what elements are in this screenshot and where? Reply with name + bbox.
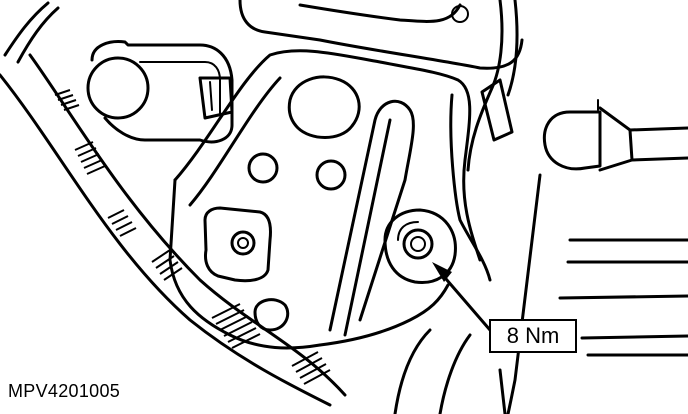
right-plate-edges [498,173,688,414]
mounting-bracket [168,0,524,350]
torque-bolt [383,208,457,285]
right-rounded-cap [542,99,688,172]
wiring-harness [0,53,347,407]
bottom-contour [318,283,472,414]
torque-spec-label: 8 Nm [489,319,577,353]
slotted-arm [328,99,415,337]
right-cable [449,0,519,282]
upper-left-curve [3,1,60,64]
electrical-connector [86,40,234,144]
left-bolt [203,206,272,283]
torque-leader-arrow [432,262,492,332]
figure-reference-code: MPV4201005 [8,381,121,401]
